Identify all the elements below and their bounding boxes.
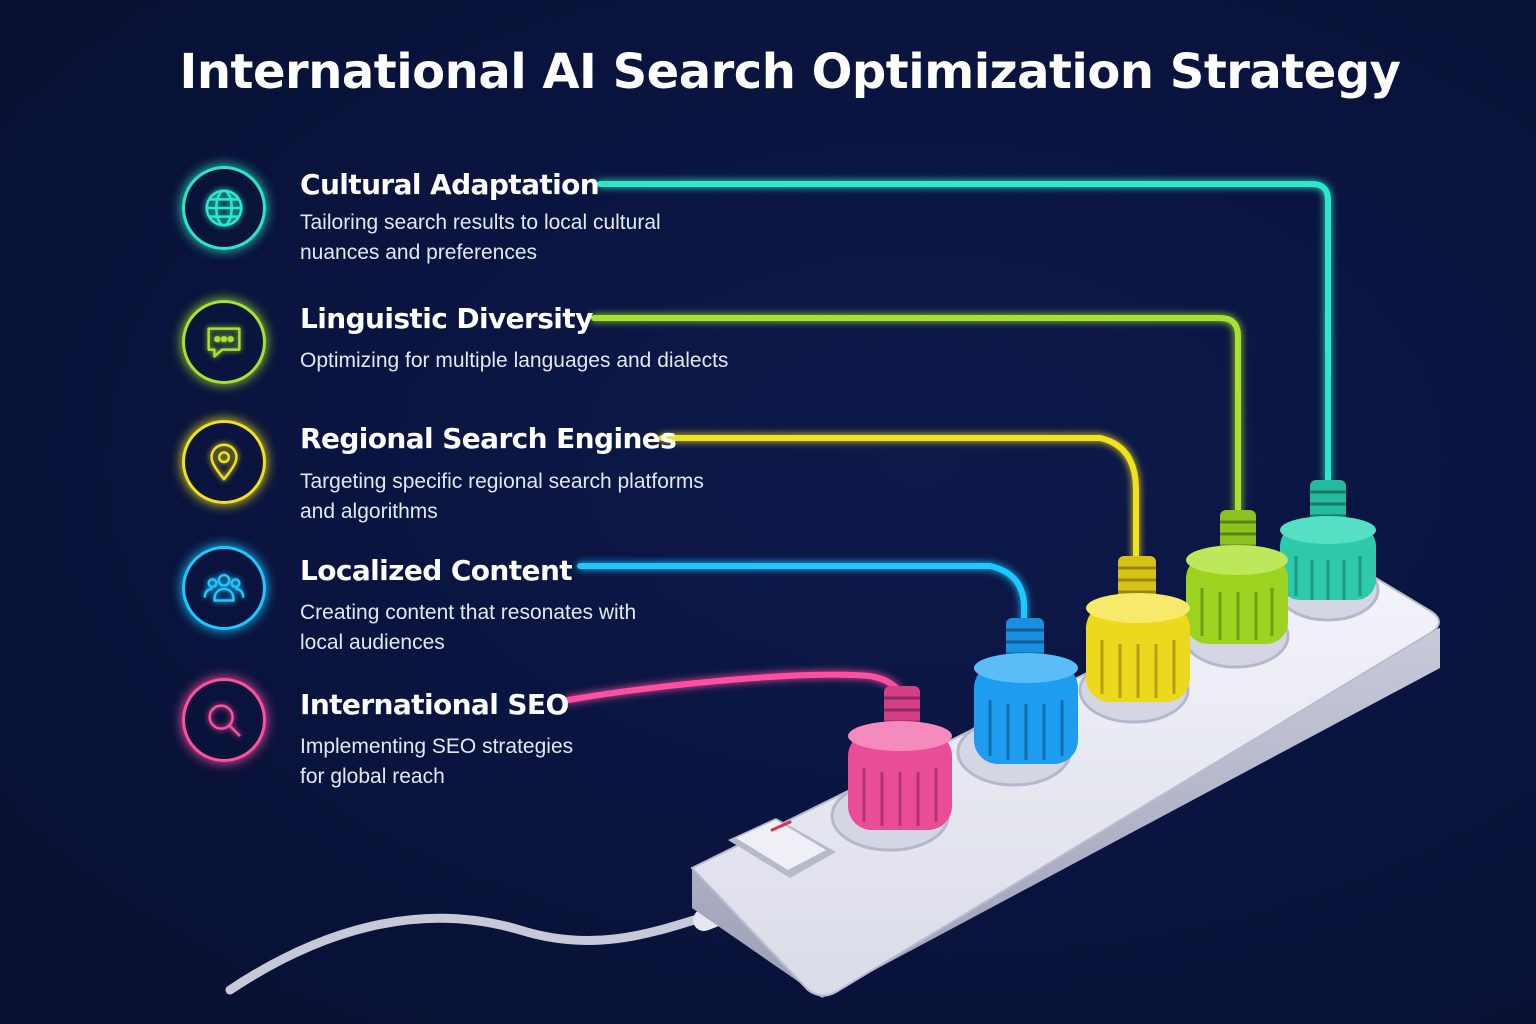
- item-title: International SEO: [300, 688, 569, 721]
- magnifier-icon: [182, 678, 266, 762]
- globe-icon: [182, 166, 266, 250]
- page-title: International AI Search Optimization Str…: [179, 44, 1401, 100]
- item-title: Linguistic Diversity: [300, 302, 593, 335]
- plug-seo: [848, 686, 952, 830]
- plug-cultural: [1280, 480, 1376, 600]
- item-title: Regional Search Engines: [300, 422, 677, 455]
- item-description: Tailoring search results to local cultur…: [300, 211, 661, 264]
- cable-linguistic: [591, 315, 1241, 515]
- cable-regional: [659, 435, 1139, 561]
- cable-localized: [577, 563, 1028, 623]
- plug-linguistic: [1186, 510, 1288, 644]
- power-strip-top: [690, 555, 1440, 997]
- item-description: Implementing SEO strategies for global r…: [300, 735, 574, 788]
- power-switch: [728, 818, 836, 878]
- plug-localized: [974, 618, 1078, 764]
- item-description: Creating content that resonates with loc…: [300, 601, 637, 654]
- item-description: Optimizing for multiple languages and di…: [300, 349, 729, 372]
- power-cord: [225, 907, 725, 995]
- plug-regional: [1086, 556, 1190, 702]
- cable-seo: [565, 671, 905, 707]
- item-description: Targeting specific regional search platf…: [300, 470, 704, 523]
- item-title: Cultural Adaptation: [300, 168, 600, 201]
- cable-cultural: [597, 181, 1331, 483]
- chat-bubble-icon: [182, 300, 266, 384]
- people-icon: [182, 546, 266, 630]
- item-title: Localized Content: [300, 554, 573, 587]
- location-pin-icon: [182, 420, 266, 504]
